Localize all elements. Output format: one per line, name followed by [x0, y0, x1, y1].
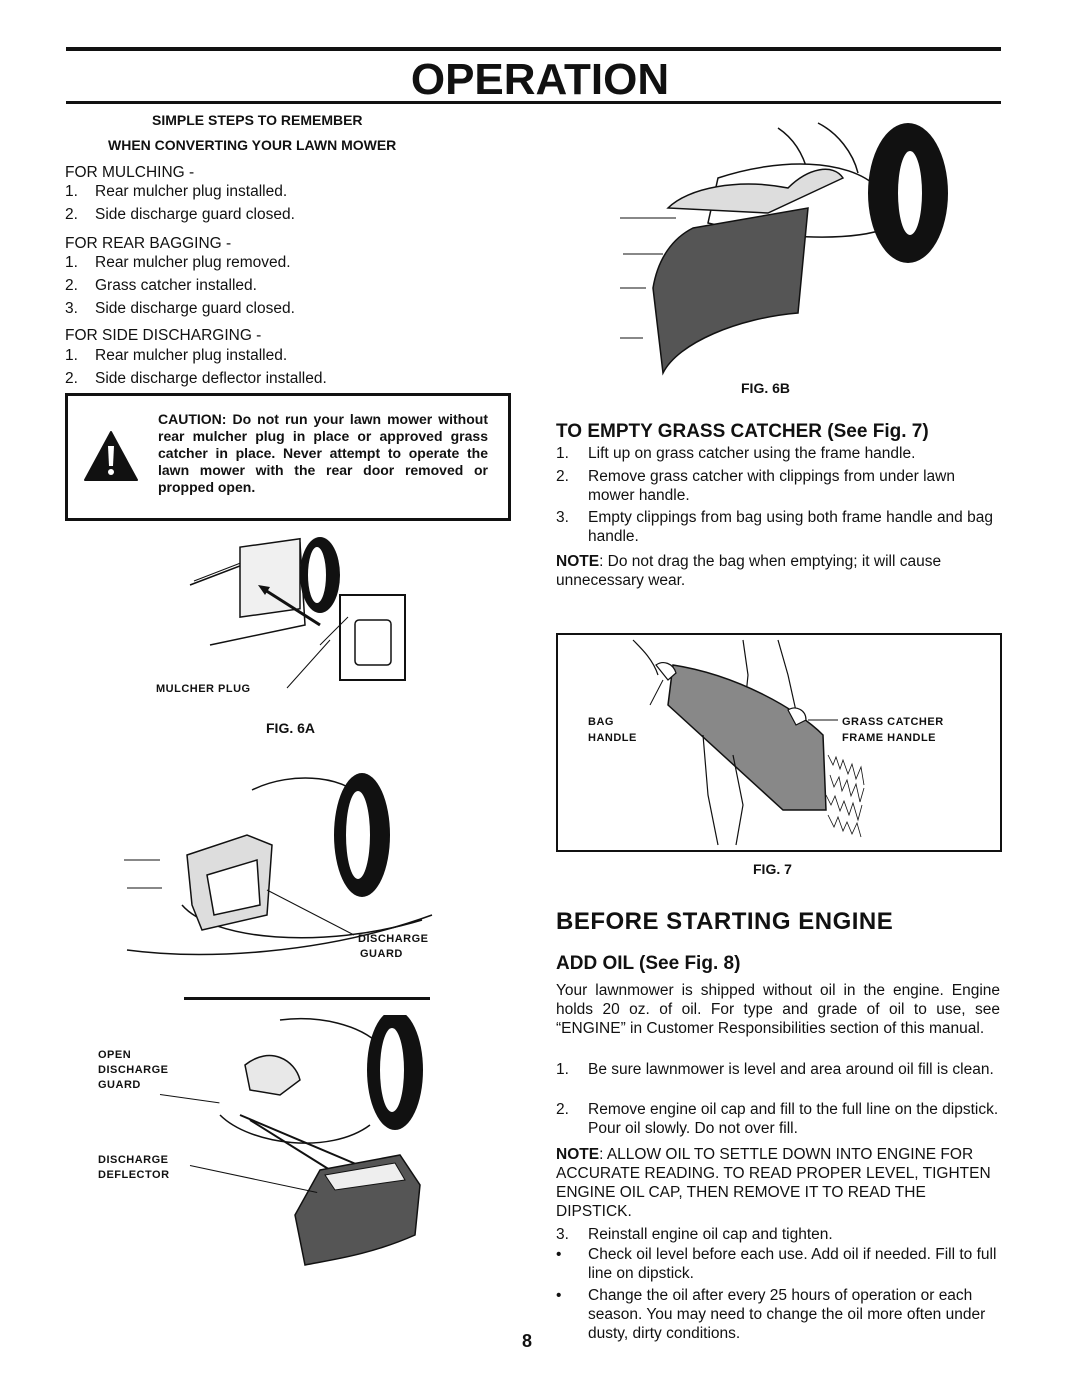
top-rule	[66, 47, 1001, 51]
title-underline	[66, 101, 1001, 104]
open-guard-callout-2: DISCHARGE	[98, 1064, 169, 1076]
page-number: 8	[522, 1331, 533, 1351]
fig-6a-label: FIG. 6A	[266, 720, 316, 736]
add-oil-heading: ADD OIL (See Fig. 8)	[556, 953, 741, 974]
empty-grass-catcher-heading: TO EMPTY GRASS CATCHER (See Fig. 7)	[556, 421, 929, 442]
discharge-guard-callout-1: DISCHARGE	[358, 933, 429, 945]
deflector-callout-2: DEFLECTOR	[98, 1169, 170, 1181]
fig-7-frame: BAG HANDLE GRASS CATCHER FRAME HANDLE	[556, 633, 1002, 852]
page-title: OPERATION	[410, 55, 670, 104]
grass-catcher-illustration	[620, 122, 948, 376]
steps-heading-line2: WHEN CONVERTING YOUR LAWN MOWER	[108, 137, 397, 153]
steps-heading-line1: SIMPLE STEPS TO REMEMBER	[152, 112, 363, 128]
frame-handle-callout-2: FRAME HANDLE	[842, 732, 936, 744]
frame-handle-callout-1: GRASS CATCHER	[842, 716, 944, 728]
fig-7-label: FIG. 7	[753, 861, 792, 877]
note-drag: NOTE: Do not drag the bag when emptying;…	[556, 553, 942, 589]
before-starting-heading: BEFORE STARTING ENGINE	[556, 908, 894, 935]
fig-6b-label: FIG. 6B	[741, 380, 791, 396]
discharge-deflector-illustration	[219, 1015, 423, 1266]
discharge-guard-illustration	[124, 773, 433, 956]
mulcher-plug-illustration	[189, 537, 406, 689]
bag-handle-callout-2: HANDLE	[588, 732, 637, 744]
group-label-side-discharging: FOR SIDE DISCHARGING -	[65, 327, 262, 344]
caution-box: CAUTION: Do not run your lawn mower with…	[65, 393, 511, 521]
divider-line	[184, 997, 430, 1000]
oil-paragraph: Your lawnmower is shipped without oil in…	[556, 982, 1000, 1037]
mulcher-plug-callout: MULCHER PLUG	[156, 683, 251, 695]
group-label-rear-bagging: FOR REAR BAGGING -	[65, 235, 232, 252]
open-guard-callout-3: GUARD	[98, 1079, 141, 1091]
warning-icon	[84, 431, 138, 481]
emptying-bag-illustration	[632, 639, 865, 846]
group-label-mulching: FOR MULCHING -	[65, 164, 195, 181]
open-guard-callout-1: OPEN	[98, 1049, 132, 1061]
deflector-callout-1: DISCHARGE	[98, 1154, 169, 1166]
bag-handle-callout-1: BAG	[588, 716, 614, 728]
caution-text: CAUTION: Do not run your lawn mower with…	[158, 411, 488, 495]
note-oil-settle: NOTE: ALLOW OIL TO SETTLE DOWN INTO ENGI…	[556, 1146, 991, 1220]
discharge-guard-callout-2: GUARD	[360, 948, 403, 960]
